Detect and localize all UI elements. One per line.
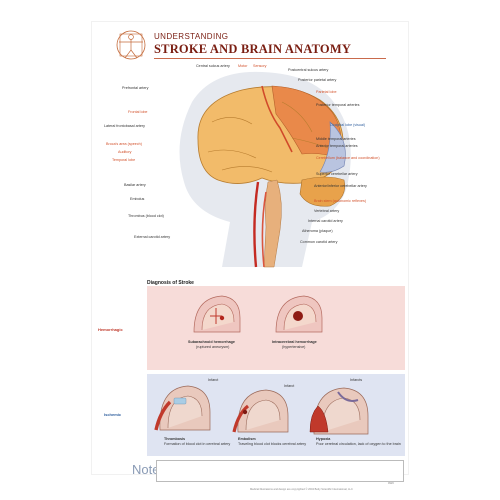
- thrombosis-brain-icon: [154, 385, 211, 431]
- label-temporal-lobe: Temporal lobe: [112, 158, 136, 162]
- label-posterior-parietal-artery: Posterior parietal artery: [298, 78, 337, 82]
- label-central-sulcus-artery: Central sulcus artery: [196, 64, 230, 68]
- thrombosis-infarct-tag: Infarct: [208, 378, 219, 382]
- label-anterior-temporal-arteries: Anterior temporal arteries: [316, 144, 358, 148]
- embolism-caption: Traveling blood clot blocks cerebral art…: [238, 442, 307, 446]
- label-thrombus: Thrombus (blood clot): [128, 214, 164, 218]
- label-internal-carotid-artery: Internal carotid artery: [308, 219, 343, 223]
- vitruvian-logo-icon: [116, 30, 146, 60]
- label-posterior-temporal-arteries: Posterior temporal arteries: [316, 103, 360, 107]
- label-occipital-lobe: Occipital lobe (visual): [330, 123, 366, 127]
- intracerebral-caption: (hypertensive): [282, 345, 306, 349]
- subarachnoid-brain-icon: [193, 295, 241, 333]
- label-auditory: Auditory: [118, 150, 132, 154]
- label-motor: Motor: [238, 64, 248, 68]
- subarachnoid-title: Subarachnoid hemorrhage: [188, 340, 235, 344]
- embolism-title: Embolism: [238, 437, 256, 441]
- label-atheroma: Atheroma (plaque): [302, 229, 333, 233]
- intracerebral-brain-icon: [275, 295, 323, 333]
- hypoxia-title: Hypoxia: [316, 437, 331, 441]
- label-brain-stem: Brain stem (autonomic reflexes): [314, 199, 367, 203]
- label-anterior-inferior-cerebellar-artery: Anterior/inferior cerebellar artery: [314, 184, 367, 188]
- label-brocas-area: Broca's area (speech): [106, 142, 142, 146]
- thrombosis-caption: Formation of blood clot in cerebral arte…: [164, 442, 231, 446]
- footer-copyright: Medical Illustrations and design are cop…: [250, 488, 353, 491]
- label-sensory: Sensory: [253, 64, 267, 68]
- label-vertebral-artery: Vertebral artery: [314, 209, 340, 213]
- label-postcentral-sulcus-artery: Postcentral sulcus artery: [288, 68, 329, 72]
- label-cerebellum: Cerebellum (balance and coordination): [316, 156, 380, 160]
- intracerebral-title: Intracerebral hemorrhage: [272, 340, 317, 344]
- notes-box[interactable]: [156, 460, 404, 482]
- label-external-carotid-artery: External carotid artery: [134, 235, 171, 239]
- hypoxia-caption: Poor cerebral circulation, lack of oxyge…: [316, 442, 401, 446]
- label-prefrontal-artery: Prefrontal artery: [122, 86, 149, 90]
- label-basilar-artery: Basilar artery: [124, 183, 146, 187]
- diagnosis-section-title: Diagnosis of Stroke: [147, 280, 194, 286]
- label-frontal-lobe: Frontal lobe: [128, 110, 148, 114]
- label-lateral-frontobasal-artery: Lateral frontobasal artery: [104, 124, 145, 128]
- poster-title: STROKE AND BRAIN ANATOMY: [154, 42, 352, 56]
- hypoxia-infarct-tag: Infarcts: [350, 378, 363, 382]
- label-embolus: Embolus: [130, 197, 145, 201]
- ischemic-label: Ischemic: [104, 412, 122, 417]
- footer-code: 9926: [388, 482, 394, 485]
- label-parietal-lobe: Parietal lobe: [316, 90, 337, 94]
- poster-subtitle: UNDERSTANDING: [154, 32, 229, 41]
- poster: UNDERSTANDING STROKE AND BRAIN ANATOMY C…: [92, 22, 408, 491]
- label-common-carotid-artery: Common carotid artery: [300, 240, 338, 244]
- label-middle-temporal-arteries: Middle temporal arteries: [316, 137, 356, 141]
- subarachnoid-caption: (ruptured aneurysm): [196, 345, 230, 349]
- brain-illustration: [179, 71, 351, 268]
- label-superior-cerebellar-artery: Superior cerebellar artery: [316, 172, 358, 176]
- embolism-infarct-tag: Infarct: [284, 384, 295, 388]
- thrombosis-title: Thrombosis: [164, 437, 186, 441]
- hemorrhagic-label: Hemorrhagic: [98, 327, 123, 332]
- hypoxia-brain-icon: [309, 387, 369, 435]
- title-divider: [154, 58, 386, 59]
- embolism-brain-icon: [232, 389, 289, 433]
